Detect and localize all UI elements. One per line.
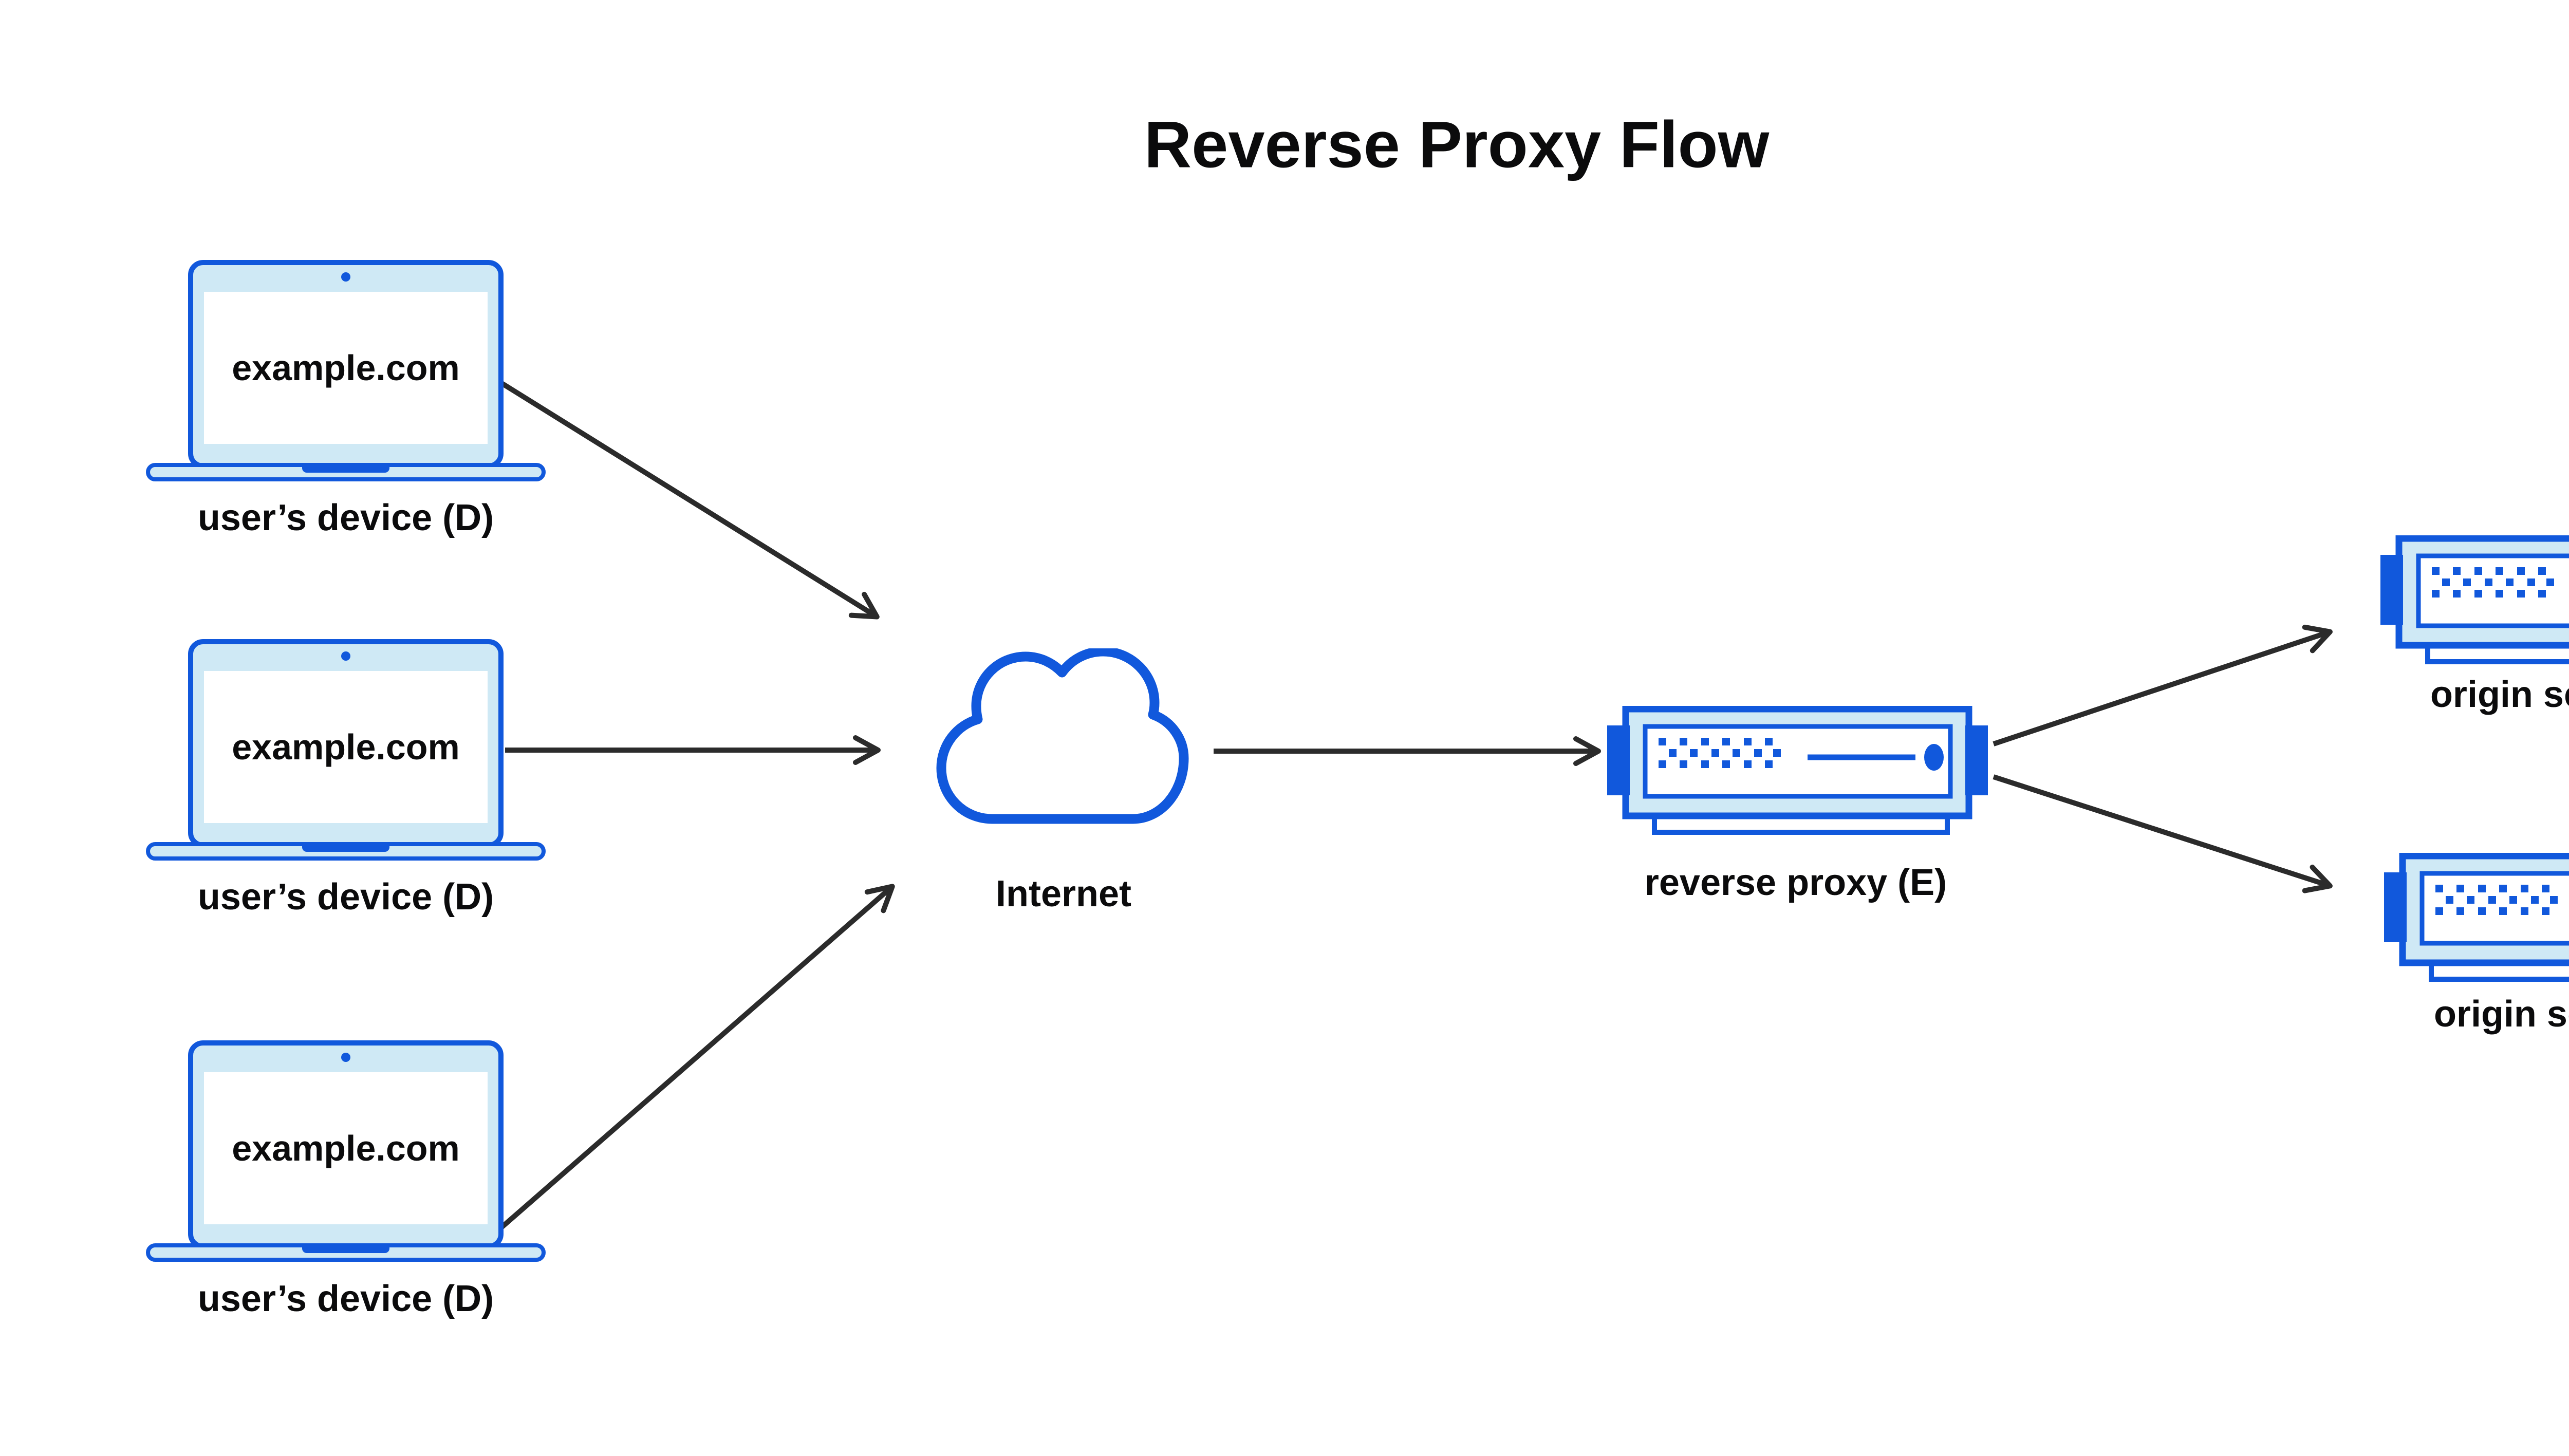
arrow-proxy-to-origin2 xyxy=(1993,774,2333,893)
arrow-device1-to-internet xyxy=(499,380,880,620)
device1-label: user’s device (D) xyxy=(197,497,494,538)
server-icon xyxy=(2384,853,2569,986)
device3-label: user’s device (D) xyxy=(197,1278,494,1319)
reverse-proxy-label: reverse proxy (E) xyxy=(1644,862,1947,903)
device3-screen-text: example.com xyxy=(232,1128,460,1168)
server-icon xyxy=(1607,706,1988,839)
server-icon xyxy=(2380,535,2569,669)
device1-screen-text: example.com xyxy=(232,348,460,388)
cloud-icon xyxy=(919,648,1206,827)
origin1-label: origin server (F) xyxy=(2430,674,2569,715)
internet-label: Internet xyxy=(995,873,1132,914)
arrow-device3-to-internet xyxy=(499,884,895,1230)
arrow-proxy-to-origin1 xyxy=(1993,624,2333,746)
device2-screen-text: example.com xyxy=(232,727,460,767)
origin2-label: origin server (F) xyxy=(2433,994,2569,1035)
page-title: Reverse Proxy Flow xyxy=(1144,108,1770,182)
device2-label: user’s device (D) xyxy=(197,876,494,918)
